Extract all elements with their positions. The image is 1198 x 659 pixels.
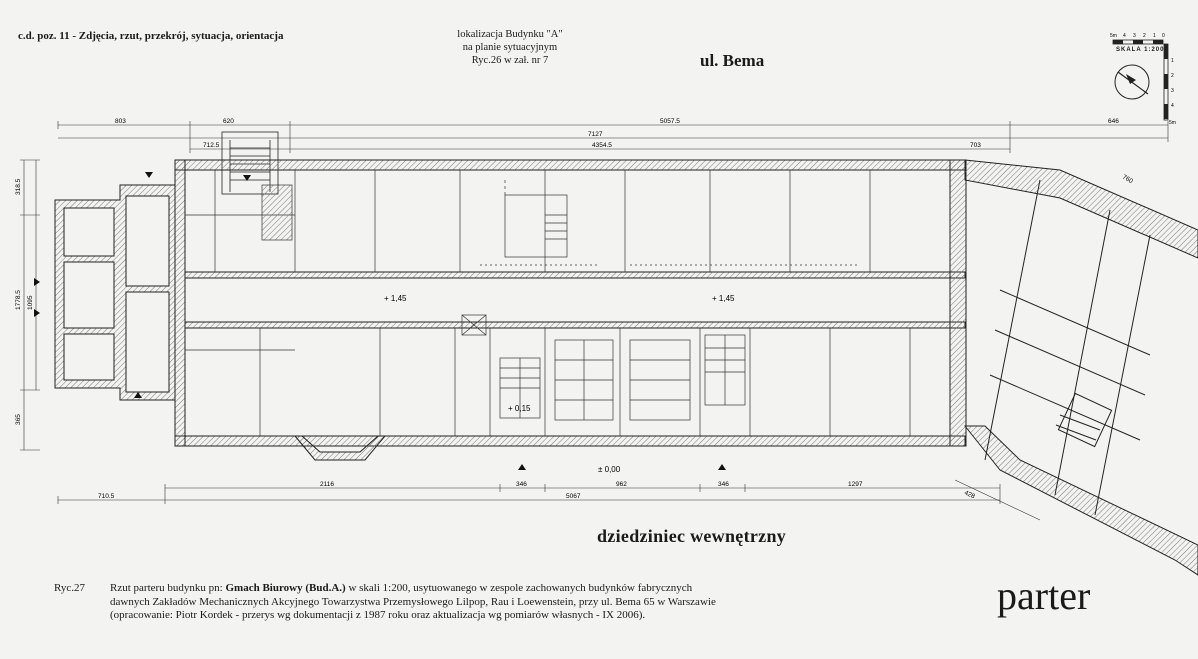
scale-tick: 0 xyxy=(1162,33,1165,39)
dimension-label: 7127 xyxy=(588,131,603,138)
location-note-line: Ryc.26 w zał. nr 7 xyxy=(471,55,549,66)
entrance-arrow-icon xyxy=(243,175,251,181)
entrance-arrow-icon xyxy=(518,464,526,470)
north-arrow-icon xyxy=(1114,64,1150,100)
dimension-label: 1095 xyxy=(27,295,34,310)
level-marker: + 0,15 xyxy=(508,404,531,413)
dimension-label: 962 xyxy=(616,481,627,488)
east-wing xyxy=(963,159,1198,576)
scale-tick: 4 xyxy=(1171,103,1174,109)
dimension-lines-left xyxy=(20,159,40,451)
dimension-lines-bottom xyxy=(57,479,1041,521)
dimension-label: 1297 xyxy=(848,481,863,488)
caption-text: w skali 1:200, usytuowanego w zespole za… xyxy=(348,582,693,594)
caption-text: (opracowanie: Piotr Kordek - przerys wg … xyxy=(110,609,646,621)
bay-window xyxy=(293,435,387,461)
scale-bar: 5m 4 3 2 1 0 1 2 3 4 5m xyxy=(1110,33,1176,126)
dimension-label: 4354.5 xyxy=(592,142,612,149)
dimension-label: 760 xyxy=(1121,174,1134,186)
dimension-label: 2116 xyxy=(320,481,334,488)
scale-tick: 5m xyxy=(1110,33,1117,39)
entrance-arrow-icon xyxy=(145,172,153,178)
scale-tick: 1 xyxy=(1171,58,1174,64)
floor-title: parter xyxy=(997,573,1091,618)
scale-tick: 5m xyxy=(1169,120,1176,126)
location-note-line: lokalizacja Budynku "A" xyxy=(457,29,563,40)
dimension-label: 428 xyxy=(963,489,976,500)
street-label: ul. Bema xyxy=(700,51,765,70)
courtyard-label: dziedziniec wewnętrzny xyxy=(597,526,787,546)
level-marker: ± 0,00 xyxy=(598,465,621,474)
west-block-rooms xyxy=(185,170,295,351)
north-rooms xyxy=(294,170,871,272)
dimension-label: 5057.5 xyxy=(660,118,680,125)
entrance-arrow-icon xyxy=(34,278,40,286)
location-note: lokalizacja Budynku "A" na planie sytuac… xyxy=(440,28,580,67)
entrance-arrow-icon xyxy=(718,464,726,470)
dimension-label: 346 xyxy=(516,481,527,488)
main-block xyxy=(174,159,967,447)
entrance-arrow-icon xyxy=(34,309,40,317)
scale-tick: 3 xyxy=(1133,33,1136,39)
caption-text: Rzut parteru budynku pn: xyxy=(110,582,223,594)
dimension-label: 712.5 xyxy=(203,142,220,149)
entrance-arrow-icon xyxy=(134,392,142,398)
scale-tick: 3 xyxy=(1171,88,1174,94)
scale-tick: 2 xyxy=(1143,33,1146,39)
dimension-lines-top xyxy=(57,121,1169,153)
south-rooms xyxy=(259,314,911,436)
dimension-label: 703 xyxy=(970,142,981,149)
building-name: Gmach Biurowy (Bud.A.) xyxy=(225,582,346,594)
dimension-label: 5067 xyxy=(566,493,581,500)
dimension-label: 365 xyxy=(15,414,22,425)
dimension-label: 646 xyxy=(1108,118,1119,125)
scale-tick: 4 xyxy=(1123,33,1126,39)
dimension-label: 620 xyxy=(223,118,234,125)
scale-tick: 2 xyxy=(1171,73,1174,79)
dimension-label: 318.5 xyxy=(15,178,22,195)
dimension-label: 803 xyxy=(115,118,126,125)
figure-number: Ryc.27 xyxy=(54,582,86,594)
level-marker: + 1,45 xyxy=(712,294,735,303)
west-wing xyxy=(54,184,176,401)
entrance-arrows xyxy=(34,172,726,470)
scale-label: SKALA 1:200 xyxy=(1116,47,1165,53)
dimension-label: 1778.5 xyxy=(15,290,22,310)
dimension-label: 710.5 xyxy=(98,493,115,500)
level-marker: + 1,45 xyxy=(384,294,407,303)
dimension-label: 346 xyxy=(718,481,729,488)
caption-text: dawnych Zakładów Mechanicznych Akcyjnego… xyxy=(110,595,716,608)
sheet-header: c.d. poz. 11 - Zdjęcia, rzut, przekrój, … xyxy=(18,30,284,42)
scale-tick: 1 xyxy=(1153,33,1156,39)
location-note-line: na planie sytuacyjnym xyxy=(462,42,558,53)
